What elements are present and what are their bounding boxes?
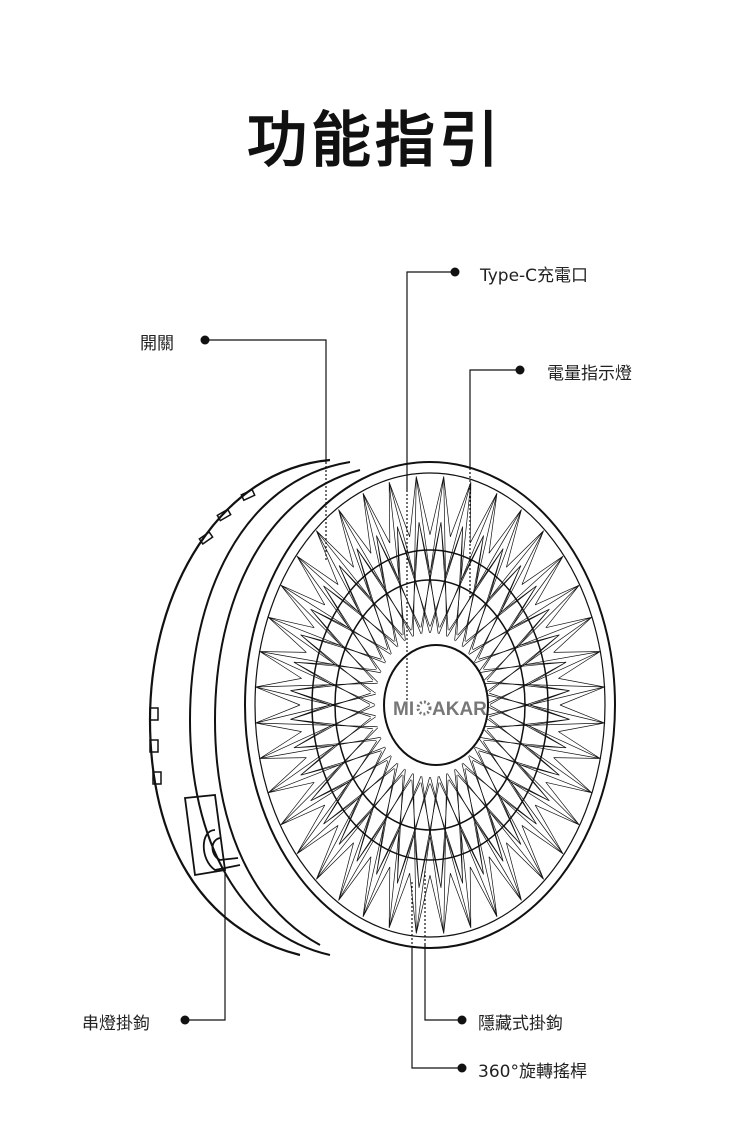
grille-spoke [430,481,472,641]
grille-spoke [338,565,403,659]
grille-spoke [430,775,464,884]
grille-spoke [396,775,430,884]
callout-line-stand [411,948,462,1069]
callout-dot [515,365,525,375]
grille-spoke [296,555,398,673]
grille-spoke [338,509,413,654]
grille-spoke [438,493,498,647]
grille-spoke [338,751,403,845]
fan-body-rim [188,461,351,956]
grille-spoke [448,760,504,862]
grille-spoke [280,727,392,826]
grille-spoke [310,729,388,802]
callout-dot [180,1015,190,1025]
callout-dot [457,1015,467,1025]
grille-spoke [296,737,398,855]
callout-line-type-c [406,271,455,490]
svg-text:AKAR: AKAR [432,699,487,720]
grille-spoke [472,729,550,802]
grille-spoke [447,756,522,901]
logo-hub [383,644,489,766]
grille-spoke [478,717,560,776]
grille-spoke [421,476,451,637]
callout-line-string-hook [185,870,226,1021]
grille-spoke [462,737,564,855]
grille-spoke [457,565,522,659]
grille-spoke [323,740,395,825]
label-hidden-hook: 隱藏式掛鉤 [478,1014,563,1034]
grille-spoke [430,769,472,929]
grille-ring-mid [334,579,526,831]
callout-dot [457,1063,467,1073]
grille-spoke [465,585,537,670]
grille-ring-outer [311,549,549,861]
grille-spoke [316,530,405,663]
grille-spoke [356,548,412,650]
grille-spoke [483,705,567,749]
fan-front-face [244,461,616,949]
label-battery-indicator: 電量指示燈 [547,364,632,384]
grille-spoke [439,768,484,875]
grille-spoke [462,555,564,673]
fan-grille [254,476,606,934]
grille-spoke [487,692,570,730]
grille-spoke [409,773,439,934]
grille-spoke [420,779,449,888]
callout-dot [450,267,460,277]
grille-spoke [362,763,422,917]
grille-spoke [457,751,522,845]
label-string-light-hook: 串燈掛鉤 [82,1014,150,1034]
callout-line-switch [205,339,327,462]
page-title: 功能指引 [247,106,503,176]
grille-spoke [323,585,395,670]
grille-spoke [421,773,451,934]
brand-logo: MI AKAR [393,699,487,720]
label-rotating-stand: 360°旋轉搖桿 [478,1062,587,1082]
side-vents [149,488,256,785]
grille-spoke [290,680,373,718]
grille-spoke [430,526,464,635]
grille-spoke [293,705,377,749]
grille-spoke [310,608,388,681]
grille-spoke [316,747,405,880]
grille-spoke [396,526,430,635]
grille-spoke [411,522,440,631]
grille-spoke [280,584,392,683]
grille-spoke [468,584,580,683]
grille-spoke [439,535,484,642]
fan-front-face-inner [254,472,606,938]
grille-spoke [376,768,421,875]
fan-body-rim-inner [213,469,361,946]
label-switch: 開關 [140,334,174,354]
label-type-c: Type-C充電口 [480,266,589,286]
grille-spoke [376,535,421,642]
grille-spoke [388,481,430,641]
grille-spoke [388,769,430,929]
grille-spoke [293,661,377,705]
grille-spoke [438,763,498,917]
grille-spoke [472,608,550,681]
grille-spoke [455,747,544,880]
callout-dot [200,335,210,345]
svg-text:MI: MI [393,699,414,720]
grille-spoke [447,509,522,654]
grille-spoke [487,680,570,718]
grille-spoke [356,760,412,862]
grille-spoke [483,661,567,705]
grille-spoke [455,530,544,663]
grille-spoke [468,727,580,826]
grille-spoke [478,634,560,693]
grille-spoke [362,493,422,647]
grille-spoke [338,756,413,901]
grille-spoke [300,717,382,776]
grille-spoke [411,779,440,888]
callout-line-hidden-hook [424,945,462,1021]
grille-spoke [290,692,373,730]
grille-spoke [300,634,382,693]
callout-line-battery [469,369,520,468]
grille-spoke [409,476,439,637]
grille-spoke [465,740,537,825]
grille-spoke [420,522,449,631]
grille-spoke [448,548,504,650]
